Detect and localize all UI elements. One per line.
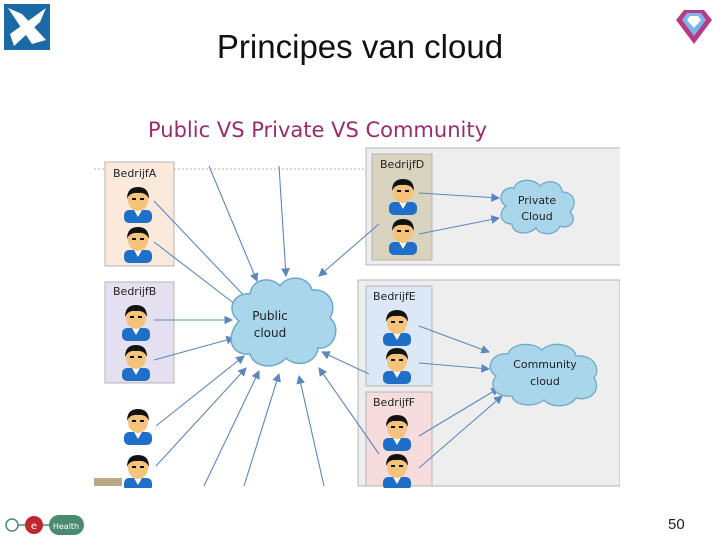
arrow-sky2-to-public [278, 165, 290, 278]
arrow-b2-to-public [153, 335, 236, 361]
company-d-label: BedrijfD [380, 158, 424, 171]
arrow-bot1-to-public [203, 370, 260, 487]
diamond-logo-icon [676, 10, 712, 44]
ehealth-logo: e Health [5, 515, 84, 535]
arrow-a2-to-public [153, 241, 245, 312]
arrow-d2-to-private [418, 215, 501, 235]
arrow-p2-to-public [155, 367, 247, 467]
arrow-d-to-public [318, 223, 380, 277]
arrow-f1-to-community [418, 387, 500, 437]
arrow-f2-to-community [418, 395, 503, 469]
arrow-f-to-public [318, 367, 380, 455]
private-cloud-label-line2: Cloud [521, 210, 552, 223]
arrow-e-to-public [321, 351, 370, 375]
arrow-sky1-to-public [208, 165, 259, 283]
saltire-logo-icon [4, 4, 50, 50]
page-number: 50 [668, 516, 685, 533]
arrow-bot3-to-public [296, 374, 325, 487]
private-cloud: Private Cloud [500, 179, 575, 235]
arrow-bot2-to-public [243, 372, 281, 487]
company-f-label: BedrijfF [373, 396, 415, 409]
company-b-label: BedrijfB [113, 285, 156, 298]
ehealth-logo-letter: e [31, 521, 37, 532]
slide-title: Principes van cloud [216, 28, 504, 65]
arrow-e1-to-community [418, 325, 491, 354]
cropped-image-strip [94, 478, 122, 486]
arrow-a1-to-public [153, 200, 250, 302]
public-cloud-label-line2: cloud [254, 326, 287, 340]
public-cloud: Public cloud [230, 277, 337, 367]
person-icon [124, 455, 152, 488]
public-cloud-label-line1: Public [252, 309, 288, 323]
company-a-label: BedrijfA [113, 167, 157, 180]
arrow-p1-to-public [155, 355, 245, 427]
community-cloud-label-line1: Community [513, 358, 577, 371]
person-icon [124, 409, 152, 445]
arrow-e2-to-community [418, 362, 491, 373]
community-cloud: Community cloud [489, 343, 598, 407]
community-cloud-label-line2: cloud [530, 375, 560, 388]
arrow-d1-to-private [418, 192, 501, 202]
ehealth-logo-text: Health [53, 522, 79, 531]
private-cloud-label-line1: Private [518, 194, 557, 207]
company-e-label: BedrijfE [373, 290, 416, 303]
diagram-heading: Public VS Private VS Community [148, 118, 487, 142]
cloud-comparison-diagram: Public VS Private VS Community BedrijfA … [94, 118, 620, 488]
